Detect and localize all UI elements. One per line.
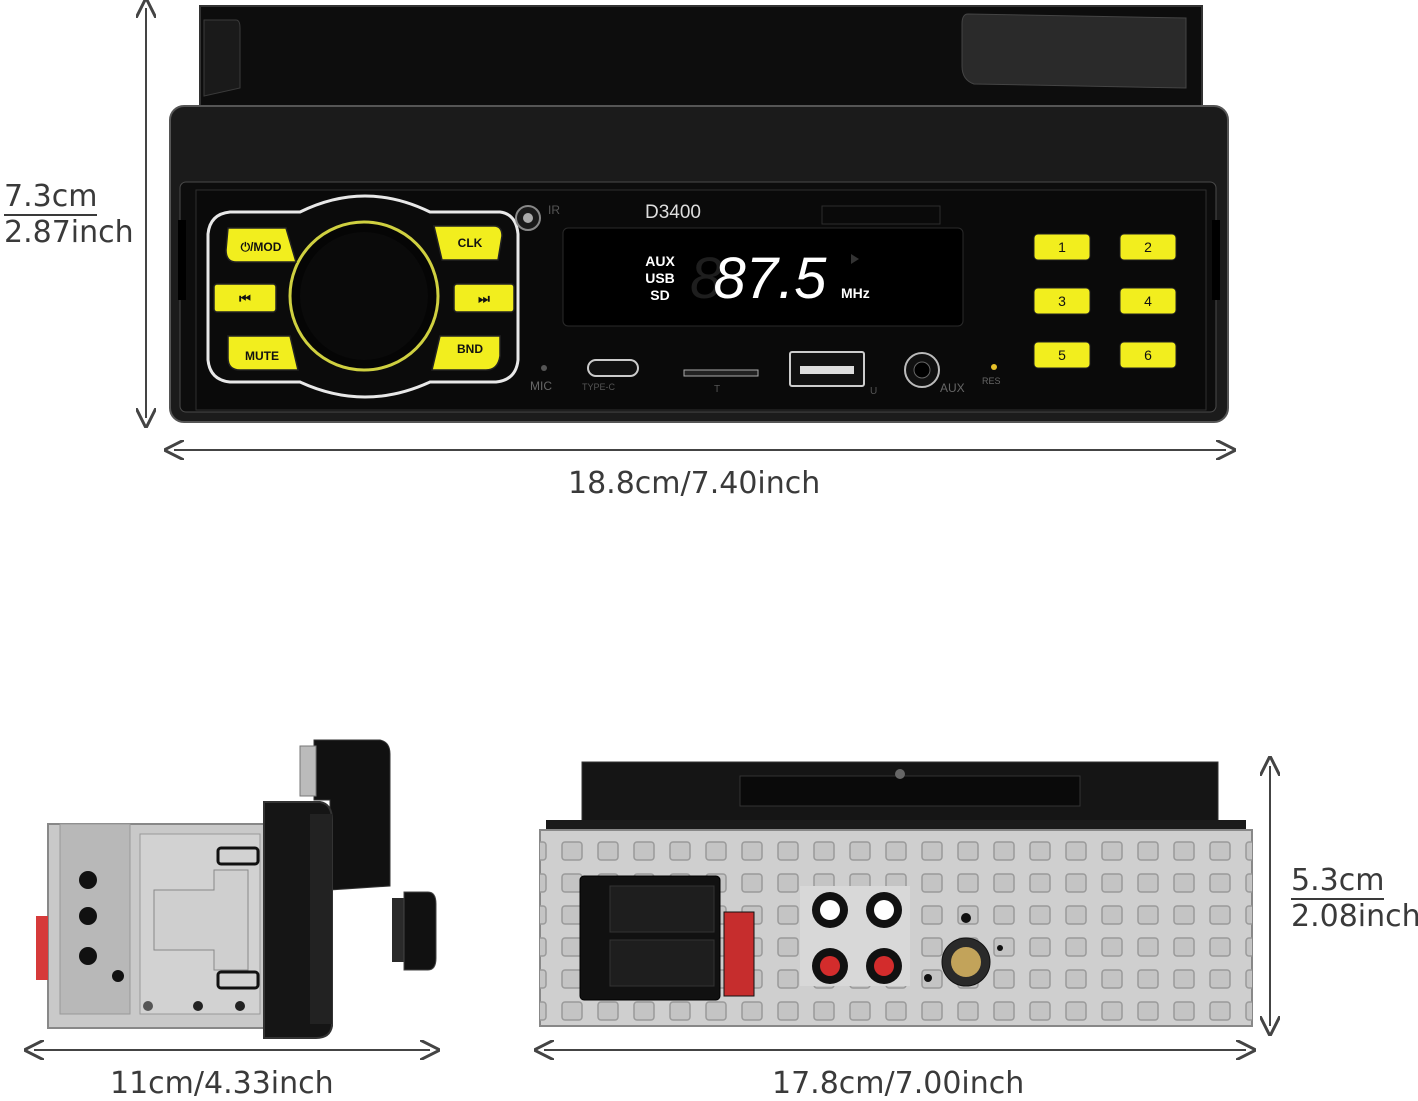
rca-red-left — [820, 956, 840, 976]
preset-3[interactable]: 3 — [1033, 287, 1091, 315]
side-view-illustration — [0, 739, 470, 1080]
res-indicator — [991, 364, 997, 370]
front-height-label: 7.3cm 2.87inch — [4, 180, 134, 250]
source-usb: USB — [645, 270, 675, 286]
lcd-display — [562, 227, 964, 327]
front-view-illustration: ⏻/MOD CLK ⏮ ⏭ MUTE BND IR D3400 AUX USB … — [0, 0, 1418, 520]
svg-text:⏮: ⏮ — [239, 291, 251, 306]
back-width-label: 17.8cm/7.00inch — [772, 1066, 1025, 1101]
front-height-inch: 2.87inch — [4, 215, 134, 250]
source-aux: AUX — [645, 253, 675, 269]
typec-port — [587, 359, 639, 377]
back-height-cm: 5.3cm — [1291, 863, 1385, 900]
preset-6[interactable]: 6 — [1119, 341, 1177, 369]
prev-button[interactable]: ⏮ — [213, 283, 277, 313]
mic-hole — [541, 365, 547, 371]
svg-text:⏭: ⏭ — [478, 291, 490, 306]
svg-text:6: 6 — [1144, 347, 1152, 363]
preset-1[interactable]: 1 — [1033, 233, 1091, 261]
back-view-illustration — [520, 740, 1300, 1070]
back-height-inch: 2.08inch — [1291, 899, 1418, 934]
svg-text:4: 4 — [1144, 293, 1152, 309]
ir-label: IR — [548, 203, 560, 217]
tf-label: T — [714, 384, 720, 395]
rca-red-right — [874, 956, 894, 976]
model-label: D3400 — [645, 202, 701, 223]
svg-text:8: 8 — [690, 246, 722, 311]
svg-text:CLK: CLK — [458, 236, 483, 250]
mute-button[interactable]: MUTE — [227, 335, 299, 371]
svg-text:5: 5 — [1058, 347, 1066, 363]
frequency-unit: MHz — [841, 285, 870, 301]
mod-button[interactable]: ⏻/MOD — [225, 227, 298, 263]
source-sd: SD — [650, 287, 669, 303]
next-button[interactable]: ⏭ — [453, 283, 515, 313]
svg-text:⏻/MOD: ⏻/MOD — [241, 240, 282, 254]
svg-text:BND: BND — [457, 342, 483, 356]
preset-2[interactable]: 2 — [1119, 233, 1177, 261]
rca-white-right — [874, 900, 894, 920]
svg-text:1: 1 — [1058, 239, 1066, 255]
svg-text:MUTE: MUTE — [245, 349, 279, 363]
antenna-socket — [951, 947, 981, 977]
preset-5[interactable]: 5 — [1033, 341, 1091, 369]
clk-button[interactable]: CLK — [433, 225, 503, 261]
svg-text:2: 2 — [1144, 239, 1152, 255]
usb-label: U — [870, 386, 877, 397]
aux-label: AUX — [940, 381, 965, 395]
res-label: RES — [982, 376, 1001, 386]
tf-slot — [683, 369, 759, 377]
svg-text:3: 3 — [1058, 293, 1066, 309]
side-depth-label: 11cm/4.33inch — [110, 1066, 334, 1101]
typec-label: TYPE-C — [582, 382, 616, 392]
preset-4[interactable]: 4 — [1119, 287, 1177, 315]
front-width-label: 18.8cm/7.40inch — [568, 466, 821, 501]
fuse — [723, 911, 755, 997]
mic-label: MIC — [530, 379, 552, 393]
front-height-cm: 7.3cm — [4, 179, 98, 216]
back-height-label: 5.3cm 2.08inch — [1291, 864, 1418, 934]
bnd-button[interactable]: BND — [431, 335, 501, 371]
rca-white-left — [820, 900, 840, 920]
frequency-readout: 87.5 — [714, 246, 828, 311]
